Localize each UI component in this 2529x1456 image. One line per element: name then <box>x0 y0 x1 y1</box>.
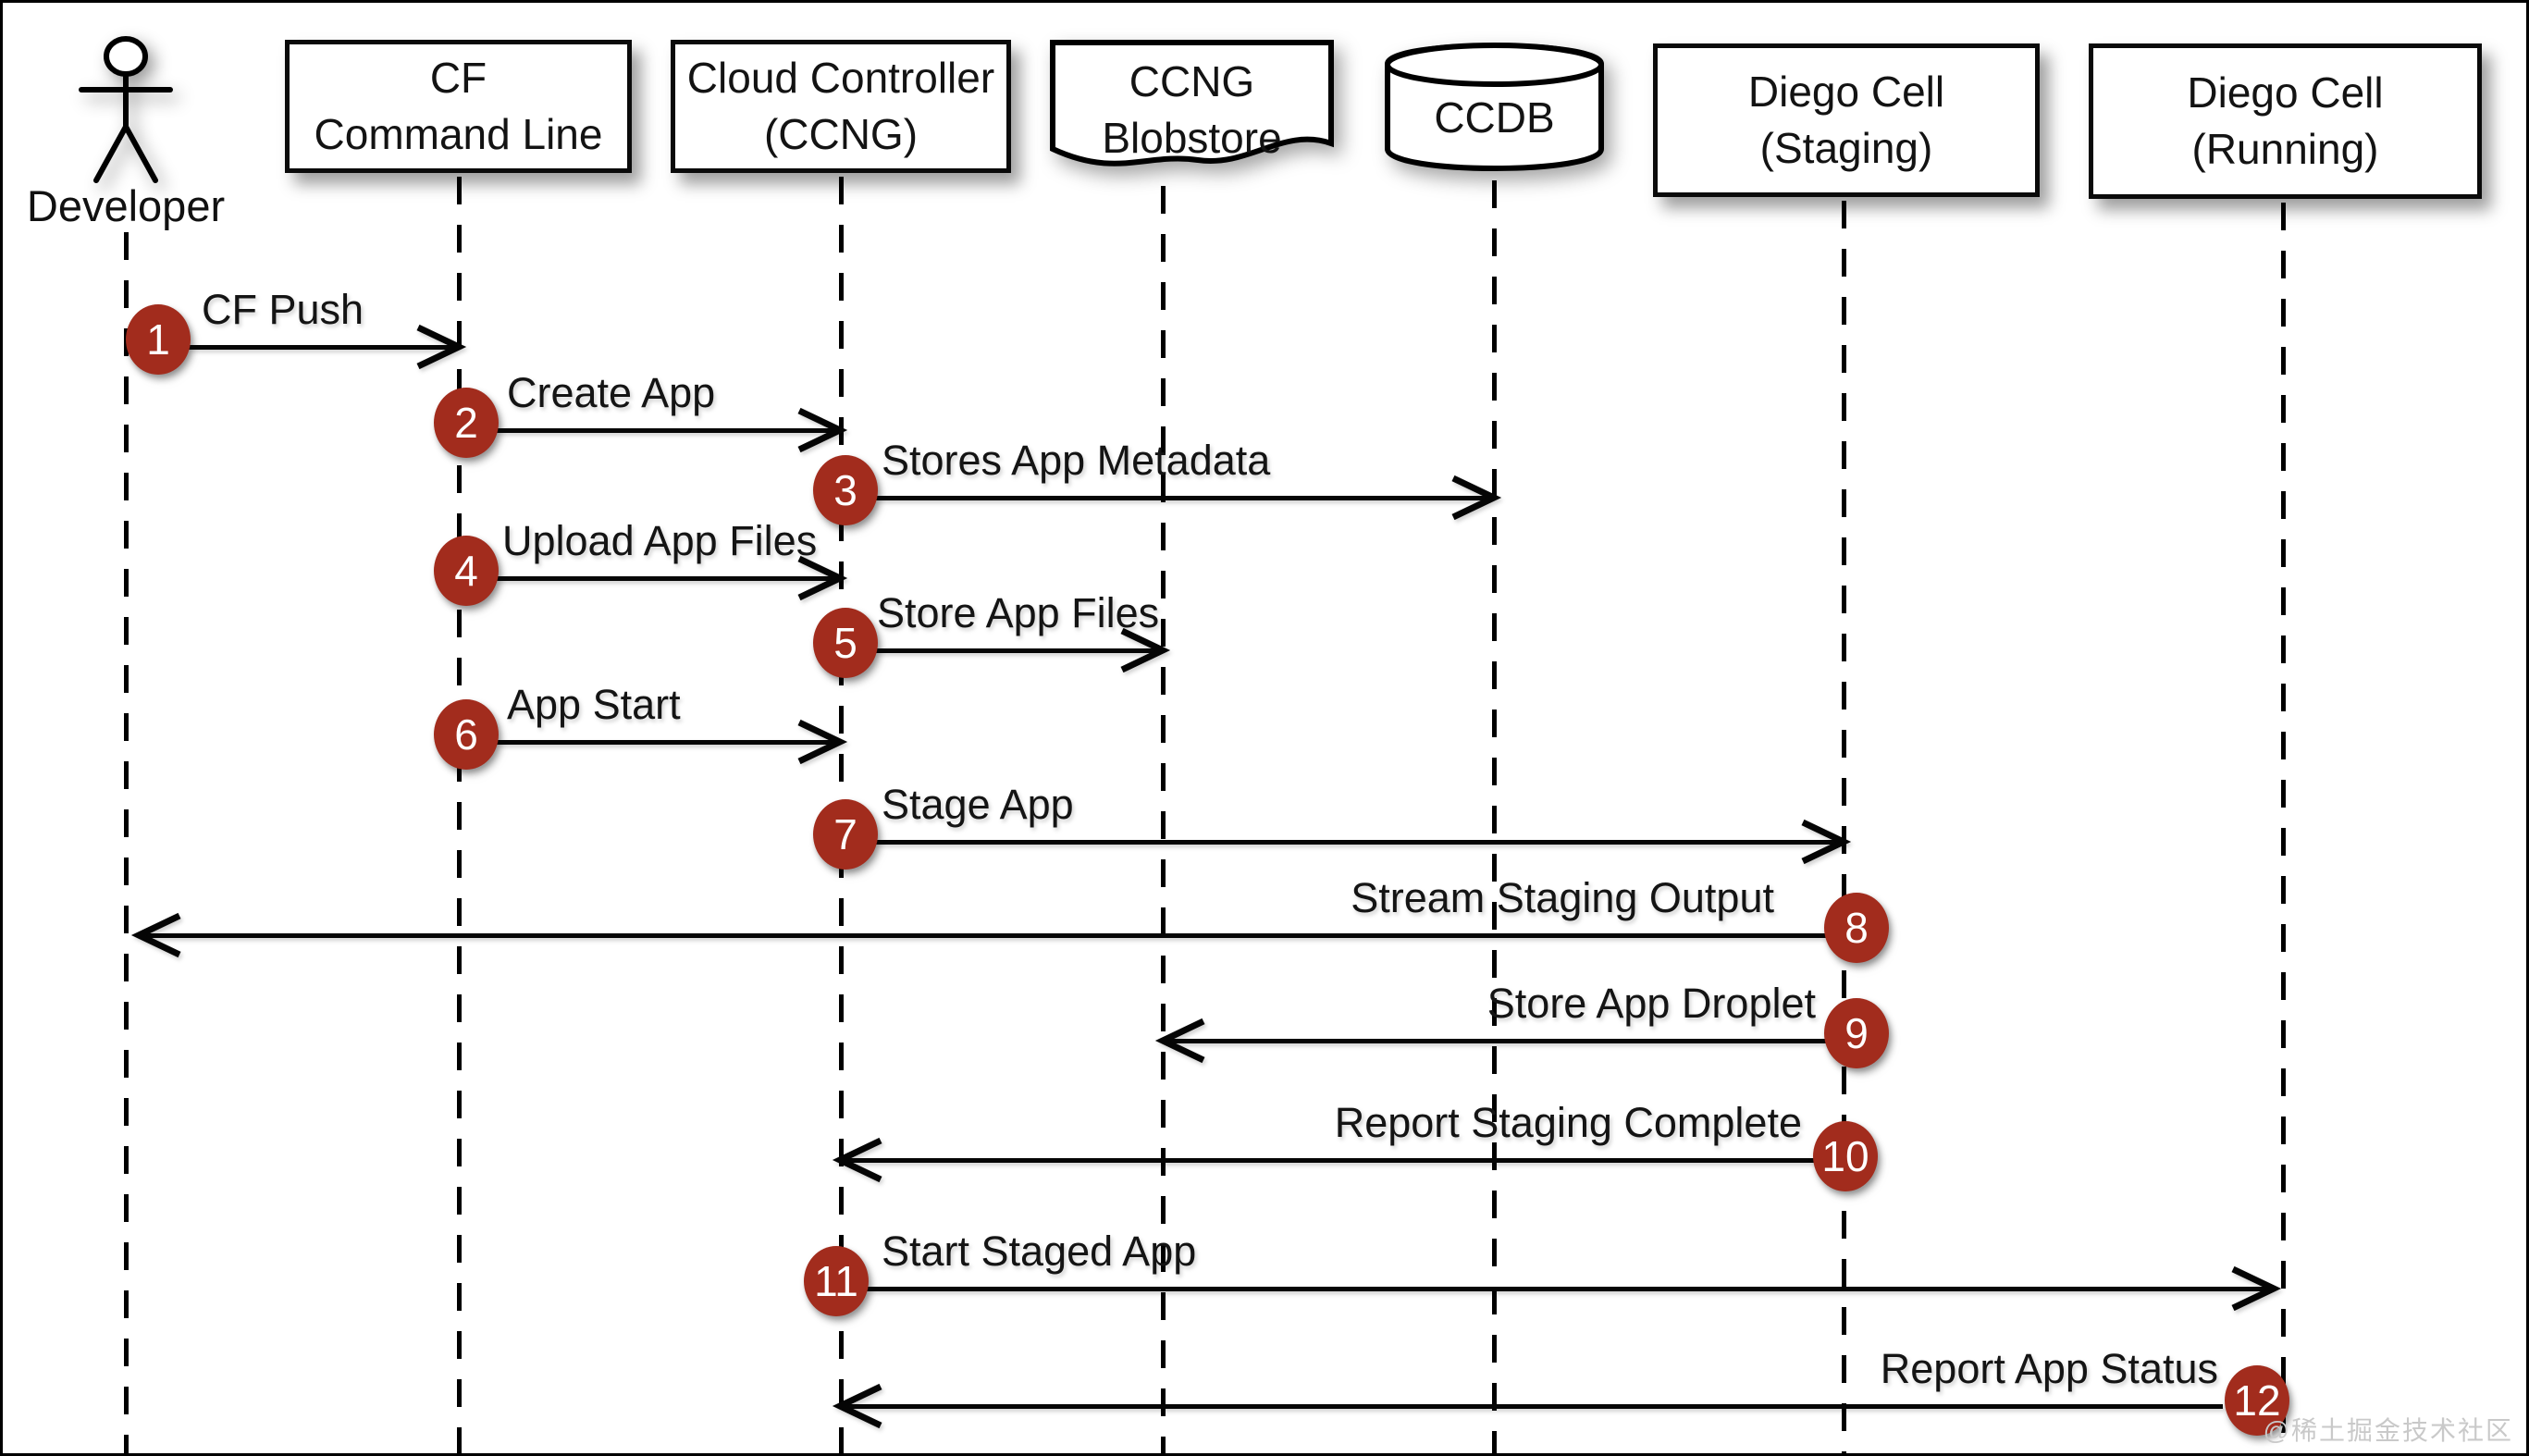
participant-label-line: CCDB <box>1434 93 1555 142</box>
arrowhead-icon <box>1154 1018 1205 1064</box>
message-label: Start Staged App <box>882 1228 1197 1275</box>
step-badge: 10 <box>1813 1121 1878 1191</box>
step-badge: 11 <box>804 1246 869 1316</box>
message-label: Report App Status <box>1880 1345 2218 1392</box>
message-line <box>847 1404 2223 1409</box>
participant-label-line: CCNG <box>1129 57 1255 106</box>
step-number: 10 <box>1821 1132 1869 1180</box>
message-label: Report Staging Complete <box>1334 1099 1802 1146</box>
participant-label: CCNG Blobstore <box>1050 53 1334 167</box>
message-line <box>840 840 1836 845</box>
step-badge: 8 <box>1824 893 1889 963</box>
message-label: App Start <box>507 681 681 728</box>
arrowhead-icon <box>2231 1265 2282 1312</box>
message-label: Stream Staging Output <box>1351 874 1774 921</box>
lifeline-diego-cell-running <box>2281 203 2286 1453</box>
participant-label: Diego Cell <box>2187 68 2384 117</box>
arrowhead-icon <box>1451 475 1502 521</box>
message-line <box>847 1158 1857 1163</box>
message-label: Stage App <box>882 781 1074 828</box>
participant-label: (CCNG) <box>763 110 919 158</box>
participant-label: (Staging) <box>1759 124 1933 172</box>
step-number: 3 <box>833 466 857 514</box>
step-number: 4 <box>454 547 478 595</box>
participant-cf-command-line: CF Command Line <box>285 40 632 173</box>
watermark: @稀土掘金技术社区 <box>2263 1416 2513 1445</box>
step-badge: 6 <box>434 699 499 770</box>
message-label: Upload App Files <box>502 517 818 564</box>
arrowhead-icon <box>130 912 181 958</box>
arrowhead-icon <box>832 1383 882 1429</box>
arrowhead-icon <box>797 407 848 453</box>
step-badge: 1 <box>126 304 191 375</box>
participant-label: Diego Cell <box>1747 68 1945 117</box>
developer-actor-icon <box>79 36 173 183</box>
message-line <box>459 576 833 581</box>
participant-diego-cell-staging: Diego Cell (Staging) <box>1653 43 2040 197</box>
step-number: 2 <box>454 399 478 447</box>
database-cylinder-icon <box>1385 43 1604 171</box>
step-badge: 12 <box>2225 1365 2289 1436</box>
arrowhead-icon <box>797 555 848 601</box>
step-number: 5 <box>833 619 857 667</box>
message-label: Store App Files <box>877 589 1160 636</box>
lifeline-diego-cell-staging <box>1842 201 1846 1453</box>
message-line <box>840 648 1155 653</box>
arrowhead-icon <box>1801 819 1852 865</box>
participant-label: CCDB <box>1384 88 1605 147</box>
step-number: 8 <box>1844 904 1869 952</box>
arrowhead-icon <box>832 1137 882 1183</box>
participant-label: Command Line <box>314 110 603 158</box>
step-number: 12 <box>2233 1376 2281 1425</box>
lifeline-ccng-blobstore <box>1161 186 1166 1453</box>
step-badge: 7 <box>813 799 878 870</box>
lifeline-developer <box>124 232 129 1453</box>
step-badge: 3 <box>813 455 878 525</box>
participant-label-line: Blobstore <box>1102 114 1282 162</box>
step-badge: 2 <box>434 388 499 458</box>
participant-label: (Running) <box>2191 125 2379 173</box>
arrowhead-icon <box>416 324 467 370</box>
participant-diego-cell-running: Diego Cell (Running) <box>2089 43 2482 199</box>
step-badge: 5 <box>813 608 878 678</box>
step-number: 6 <box>454 710 478 759</box>
message-label: CF Push <box>202 286 364 333</box>
participant-cloud-controller: Cloud Controller (CCNG) <box>671 40 1011 173</box>
participant-label: Developer <box>26 181 226 230</box>
message-line <box>840 496 1487 500</box>
step-number: 1 <box>146 315 170 364</box>
step-badge: 9 <box>1824 998 1889 1068</box>
lifeline-cf-command-line <box>457 177 462 1453</box>
step-number: 7 <box>833 810 857 858</box>
message-line <box>126 345 451 350</box>
participants-layer: Developer CF Command Line Cloud Controller (… <box>3 3 2526 1453</box>
step-number: 9 <box>1844 1009 1869 1057</box>
message-line <box>840 1287 2266 1291</box>
step-number: 11 <box>814 1257 858 1305</box>
step-badge: 4 <box>434 536 499 606</box>
message-label: Store App Droplet <box>1487 980 1816 1027</box>
arrowhead-icon <box>797 719 848 765</box>
participant-label: CF <box>429 54 487 103</box>
message-line <box>459 428 833 433</box>
message-line <box>459 740 833 745</box>
message-label: Create App <box>507 369 716 416</box>
message-line <box>1170 1039 1857 1043</box>
message-label: Stores App Metadata <box>882 437 1271 484</box>
message-line <box>146 933 1857 938</box>
arrowhead-icon <box>1120 627 1171 673</box>
participant-label: Cloud Controller <box>686 54 995 103</box>
document-shape-icon <box>1050 40 1334 167</box>
lifeline-ccdb <box>1492 180 1497 1453</box>
